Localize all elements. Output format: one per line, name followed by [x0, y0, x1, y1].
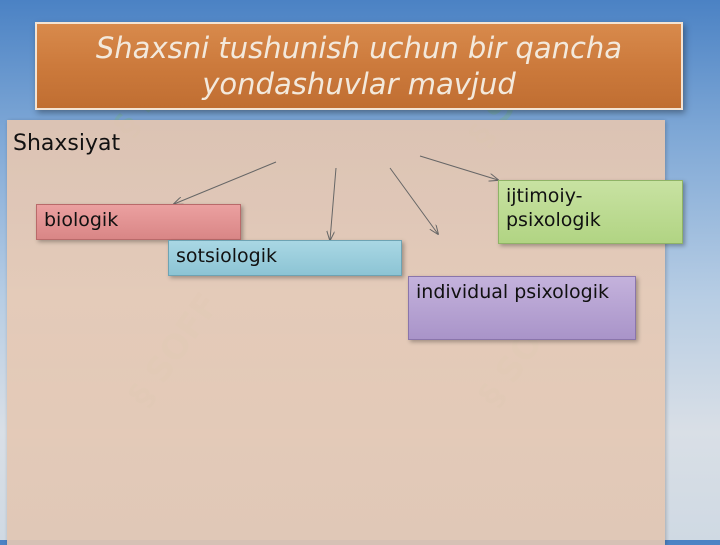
approach-label-biologik: biologik: [44, 209, 119, 231]
slide-title-text: Shaxsni tushunish uchun bir qancha yonda…: [95, 31, 623, 101]
approach-label-individual-psixologik: individual psixologik: [416, 281, 610, 303]
approach-box-individual-psixologik: individual psixologik: [408, 276, 636, 340]
arrow-to-sotsiologik: [330, 167, 337, 240]
root-node-label: Shaxsiyat: [13, 131, 121, 156]
arrow-to-individual: [389, 167, 438, 234]
approach-box-ijtimoiy-psixologik: ijtimoiy-psixologik: [498, 180, 683, 244]
approach-label-sotsiologik: sotsiologik: [176, 245, 278, 267]
approach-box-biologik: biologik: [36, 204, 241, 240]
approach-box-sotsiologik: sotsiologik: [168, 240, 402, 276]
arrow-to-ijtimoiy: [419, 155, 498, 180]
slide-title: Shaxsni tushunish uchun bir qancha yonda…: [35, 22, 683, 110]
arrow-to-biologik: [174, 161, 277, 204]
approach-label-ijtimoiy-psixologik: ijtimoiy-psixologik: [506, 185, 601, 231]
